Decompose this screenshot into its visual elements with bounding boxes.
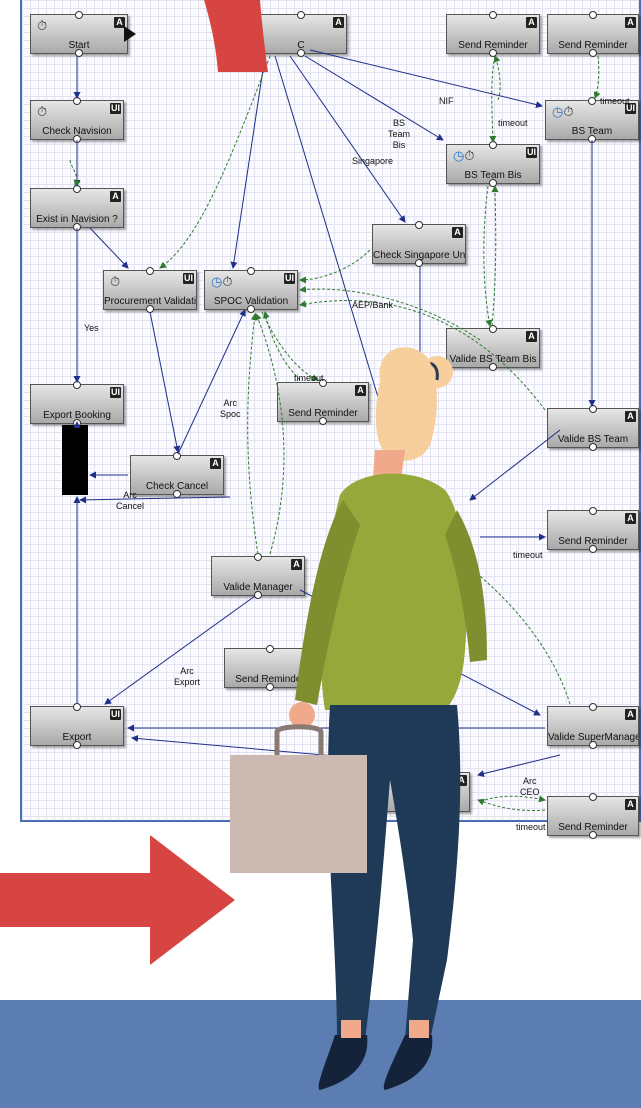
port-dot [266,645,274,653]
port-dot [588,135,596,143]
port-dot [489,11,497,19]
port-dot [297,11,305,19]
edge-label: BS Team Bis [388,118,411,150]
play-icon [124,26,136,42]
port-dot [247,305,255,313]
edge-label: AEP/Bank [352,300,394,310]
valide-bs-team-node: A Valide BS Team [547,405,639,451]
port-dot [589,11,597,19]
port-dot [588,97,596,105]
clock-timer-icon: ◷⏱ [211,274,233,289]
port-dot [415,259,423,267]
red-right-arrow-shape [0,835,235,965]
port-dot [589,443,597,451]
port-dot [589,741,597,749]
timer-icon: ⏱ [110,274,121,289]
procurement-validation-node: ⏱ UI Procurement Validation [103,267,197,313]
edge-label: timeout [513,550,543,560]
port-dot [146,267,154,275]
send-reminder-node: A Send Reminder [446,11,540,57]
edge-label: timeout [600,96,630,106]
port-dot [266,683,274,691]
port-dot [589,545,597,553]
port-dot [75,49,83,57]
export-booking-node: UI Export Booking [30,381,124,427]
port-dot [173,490,181,498]
port-dot [73,703,81,711]
edge-label: Arc Cancel [116,490,145,511]
send-reminder-node: A Send Reminder [547,11,639,57]
port-dot [73,135,81,143]
edge-label: timeout [516,822,546,832]
valide-supermanager-node: A Valide SuperManager [547,703,639,749]
port-dot [489,179,497,187]
cancel-end-block [62,425,88,495]
woman-illustration [230,347,487,1090]
red-curved-arrow-shape [204,0,268,72]
send-reminder-node: A Send Reminder [547,507,639,553]
port-dot [589,405,597,413]
edge-label: Yes [84,323,99,333]
check-singapore-unit-node: A Check Singapore Unit [372,221,466,267]
edge-label: Arc Spoc [220,398,241,419]
exist-in-navision-node: A Exist in Navision ? [30,185,124,231]
port-dot [489,141,497,149]
clock-timer-icon: ◷⏱ [453,148,475,163]
valide-manager-node: A Valide Manager [211,553,305,599]
check-cancel-node: A Check Cancel [130,452,224,498]
port-dot [254,591,262,599]
floor-band [0,1000,641,1108]
port-dot [73,419,81,427]
port-dot [415,221,423,229]
export-node: UI Export [30,703,124,749]
edge-label: timeout [294,373,324,383]
edge-label: timeout [498,118,528,128]
edge-label: Singapore [352,156,394,166]
port-dot [297,49,305,57]
port-dot [73,97,81,105]
port-dot [146,305,154,313]
port-dot [73,381,81,389]
bs-team-node: ◷⏱ UI BS Team [545,97,639,143]
edge-label: Arc Export [174,666,201,687]
port-dot [75,11,83,19]
port-dot [73,223,81,231]
port-dot [73,185,81,193]
check-navision-node: ⏱ UI Check Navision [30,97,124,143]
edge-label: Arc CEO [520,776,540,797]
clock-timer-icon: ◷⏱ [552,104,574,119]
port-dot [589,831,597,839]
port-dot [489,49,497,57]
port-dot [589,793,597,801]
timer-icon: ⏱ [37,18,48,33]
timer-icon: ⏱ [37,104,48,119]
port-dot [73,741,81,749]
port-dot [589,703,597,711]
port-dot [173,452,181,460]
port-dot [589,49,597,57]
port-dot [247,267,255,275]
spoc-validation-node: ◷⏱ UI SPOC Validation [204,267,298,313]
send-reminder-node: A Send Reminder [547,793,639,839]
start-node: ⏱ A Start [30,11,128,57]
edge-label: NIF [439,96,454,106]
bs-team-bis-node: ◷⏱ UI BS Team Bis [446,141,540,187]
port-dot [589,507,597,515]
